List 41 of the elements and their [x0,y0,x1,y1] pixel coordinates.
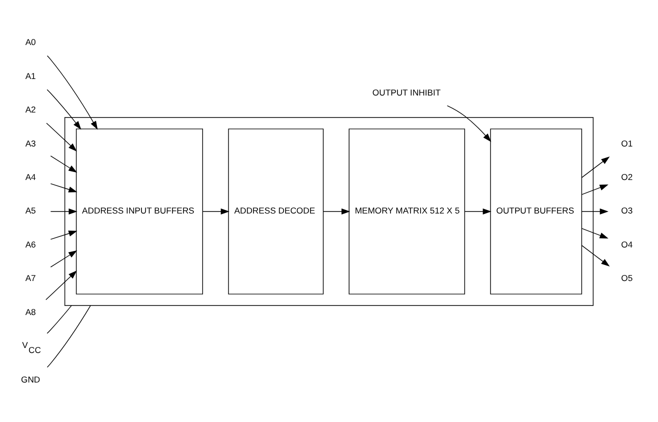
node-text: OUTPUT INHIBIT [372,86,441,97]
arrow [323,208,350,214]
cluster [64,116,594,306]
node-text: A8 [25,306,36,316]
node-text: A3 [25,138,36,148]
node-text: A2 [25,104,36,114]
arrow [50,250,78,267]
node-text: O5 [621,272,633,283]
node-text: A1 [25,70,36,80]
node-text: A5 [25,205,36,216]
node-text: GND [21,374,40,384]
node-text: O2 [621,171,633,182]
arrow [581,228,608,238]
arrow [581,244,610,266]
arrow [46,88,82,130]
arrow [46,122,77,152]
arrow [46,54,98,130]
node-box: ADDRESS DECODE [228,128,324,294]
arrow [50,208,78,214]
node-text: O1 [621,138,633,148]
arrow [50,155,78,172]
arrow [50,230,78,240]
arrow [446,104,492,142]
node-text: A7 [25,272,36,283]
connector [46,304,72,334]
node-text: A0 [25,36,36,47]
arrow [581,184,608,194]
connector [46,304,91,368]
node-text: A6 [25,238,36,249]
arrow [202,208,230,214]
arrow [581,156,610,178]
node-box: OUTPUT BUFFERS [490,128,582,294]
node-box: ADDRESS INPUT BUFFERS [76,128,204,294]
node-text: O3 [621,205,633,216]
node-text: O4 [621,238,633,249]
node-text: A4 [25,171,36,182]
arrow [581,208,608,214]
arrow [46,270,77,300]
node-box: MEMORY MATRIX 512 X 5 [348,128,466,294]
arrow [464,208,492,214]
arrow [50,182,78,192]
